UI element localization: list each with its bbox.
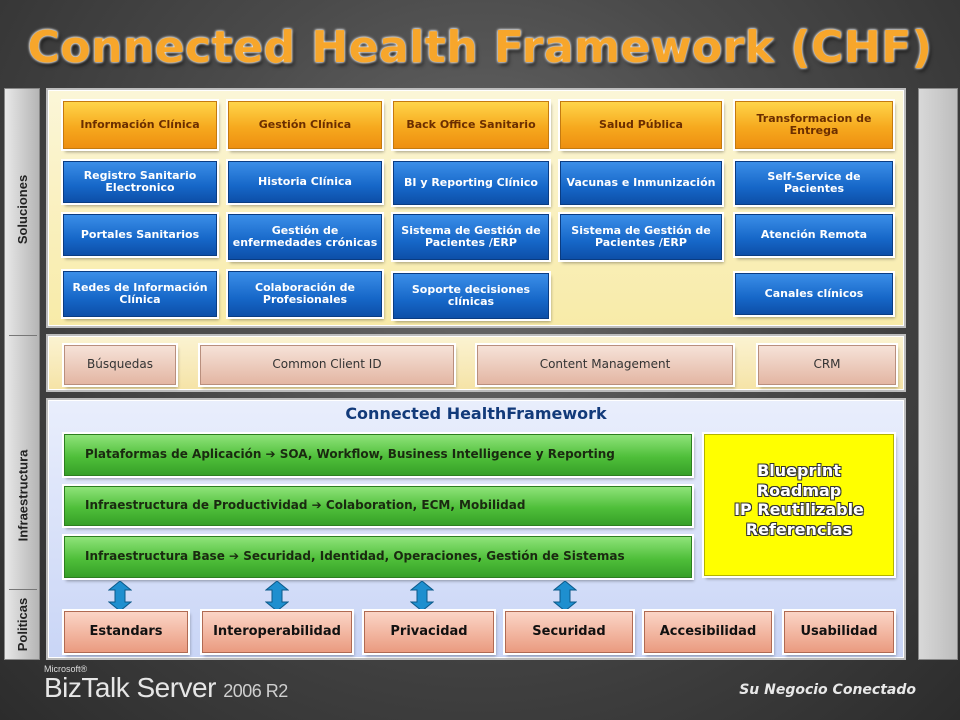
product-name: BizTalk Server [44,672,216,703]
divider [9,335,37,336]
item-gestion-enfermedades[interactable]: Gestión de enfermedades crónicas [228,214,382,260]
chf-title: Connected HealthFramework [345,404,607,423]
item-portales-sanitarios[interactable]: Portales Sanitarios [63,214,217,256]
item-colaboracion-profesionales[interactable]: Colaboración de Profesionales [228,271,382,317]
header-salud-publica[interactable]: Salud Pública [560,101,722,149]
item-content-management[interactable]: Content Management [477,345,733,385]
label-infraestructura: Infraestructura [15,449,31,541]
item-bi-reporting[interactable]: BI y Reporting Clínico [393,161,549,205]
layer-base[interactable]: Infraestructura Base ➔ Securidad, Identi… [64,536,692,578]
ip-line: IP Reutilizable [734,500,864,520]
double-arrow-icon [410,581,434,611]
item-atencion-remota[interactable]: Atención Remota [735,214,893,256]
layer-plataformas[interactable]: Plataformas de Aplicación ➔ SOA, Workflo… [64,434,692,476]
item-canales-clinicos[interactable]: Canales clínicos [735,273,893,315]
item-common-client-id[interactable]: Common Client ID [200,345,454,385]
roadmap-line: Roadmap [756,480,842,500]
politica-estandars[interactable]: Estandars [64,611,188,653]
tagline: Su Negocio Conectado [739,682,916,698]
item-self-service[interactable]: Self-Service de Pacientes [735,161,893,205]
right-bar [918,88,958,660]
left-sidebar: Soluciones Infraestructura Politicas [4,88,40,660]
double-arrow-icon [108,581,132,611]
politica-accesibilidad[interactable]: Accesibilidad [644,611,772,653]
item-sistema-gestion-pacientes-2[interactable]: Sistema de Gestión de Pacientes /ERP [560,214,722,260]
page-title: Connected Health Framework (CHF) [27,22,933,73]
double-arrow-icon [265,581,289,611]
item-historia-clinica[interactable]: Historia Clínica [228,161,382,203]
label-soluciones: Soluciones [15,174,31,244]
layer-productividad[interactable]: Infraestructura de Productividad ➔ Colab… [64,486,692,526]
item-registro-sanitario[interactable]: Registro Sanitario Electronico [63,161,217,203]
item-redes-informacion[interactable]: Redes de Información Clínica [63,271,217,317]
item-sistema-gestion-pacientes[interactable]: Sistema de Gestión de Pacientes /ERP [393,214,549,260]
label-politicas: Politicas [15,597,31,651]
double-arrow-icon [553,581,577,611]
politica-securidad[interactable]: Securidad [505,611,633,653]
microsoft-label: Microsoft® [44,664,88,674]
header-gestion-clinica[interactable]: Gestión Clínica [228,101,382,149]
politica-privacidad[interactable]: Privacidad [364,611,494,653]
politica-usabilidad[interactable]: Usabilidad [784,611,894,653]
product-version: 2006 R2 [223,681,288,701]
item-crm[interactable]: CRM [758,345,896,385]
divider [9,589,37,590]
header-informacion-clinica[interactable]: Información Clínica [63,101,217,149]
referencias-line: Referencias [745,519,853,539]
item-vacunas[interactable]: Vacunas e Inmunización [560,161,722,205]
header-transformacion[interactable]: Transformacion de Entrega [735,101,893,149]
blueprint-line: Blueprint [757,461,841,480]
biztalk-logo: Microsoft® BizTalk Server 2006 R2 [44,664,288,704]
politica-interoperabilidad[interactable]: Interoperabilidad [202,611,352,653]
item-soporte-decisiones[interactable]: Soporte decisiones clínicas [393,273,549,319]
header-back-office[interactable]: Back Office Sanitario [393,101,549,149]
item-busquedas[interactable]: Búsquedas [64,345,176,385]
blueprint-box: Blueprint Roadmap IP Reutilizable Refere… [704,434,894,576]
